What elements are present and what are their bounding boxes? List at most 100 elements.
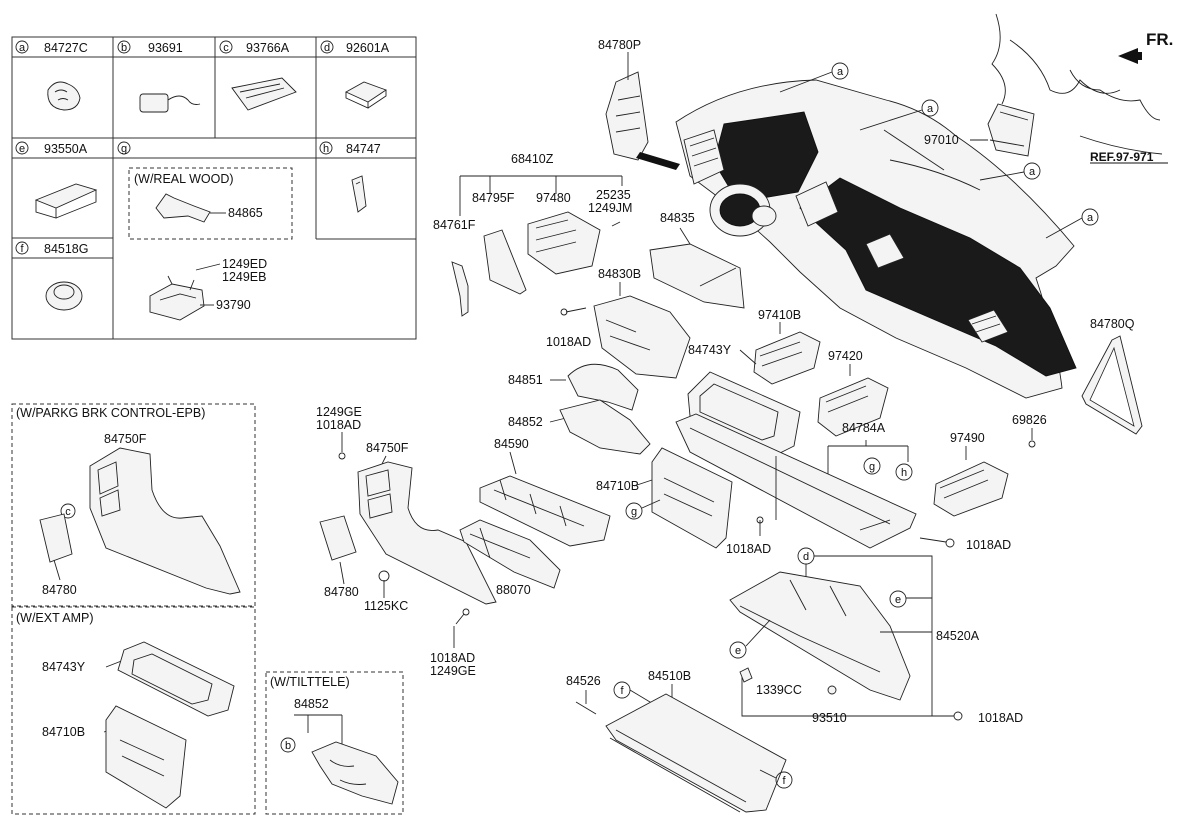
epb-inset: (W/PARKG BRK CONTROL-EPB) 84750F c 84780	[11, 403, 256, 607]
part-84590: 84590	[479, 437, 611, 547]
svg-text:c: c	[223, 42, 229, 54]
label-84851: 84851	[508, 373, 543, 387]
label-84750F: 84750F	[366, 441, 409, 455]
tilt-title: (W/TILTTELE)	[270, 675, 350, 689]
svg-text:e: e	[735, 645, 741, 657]
label-1125KC: 1125KC	[364, 599, 408, 613]
legend-cell-d: d 92601A	[320, 40, 390, 109]
legend-part-a: 84727C	[44, 41, 88, 55]
part-88070: 88070	[459, 519, 561, 597]
svg-text:g: g	[121, 143, 127, 155]
label-97410B: 97410B	[758, 308, 801, 322]
callouts-a: a a a a	[779, 62, 1099, 239]
label-1018AD-d: 1018AD	[966, 538, 1011, 552]
part-84852: 84852	[508, 399, 651, 455]
label-84526: 84526	[566, 674, 601, 688]
svg-text:f: f	[782, 775, 786, 787]
fr-indicator: FR.	[1118, 30, 1173, 64]
legend-grid: a 84727C b 93691 c 93766A d 92601A e	[11, 36, 417, 340]
legend-part-d: 92601A	[346, 41, 390, 55]
label-97490: 97490	[950, 431, 985, 445]
svg-text:e: e	[895, 594, 901, 606]
legend-cell-h: h 84747	[319, 141, 381, 213]
svg-text:h: h	[323, 143, 329, 155]
part-84750F: 1249GE 1018AD 84750F 84780 1125KC	[316, 405, 497, 613]
fr-label: FR.	[1146, 30, 1173, 49]
label-1339CC: 1339CC	[756, 683, 802, 697]
label-1018AD-e: 1018AD	[430, 651, 475, 665]
label-84780P: 84780P	[598, 38, 641, 52]
label-84784A: 84784A	[842, 421, 886, 435]
label-93510: 93510	[812, 711, 847, 725]
epb-title: (W/PARKG BRK CONTROL-EPB)	[16, 406, 205, 420]
amp-title: (W/EXT AMP)	[16, 611, 94, 625]
legend-part-b: 93691	[148, 41, 183, 55]
label-1018AD-b: 1018AD	[316, 418, 361, 432]
svg-text:b: b	[121, 42, 127, 54]
g-bolt-b: 1249EB	[222, 270, 266, 284]
svg-text:a: a	[837, 66, 844, 78]
label-69826: 69826	[1012, 413, 1047, 427]
ref-label: REF.97-971	[1090, 150, 1154, 164]
ref-group: REF.97-971	[970, 13, 1168, 164]
legend-cell-c: c 93766A	[219, 40, 297, 111]
part-84710B: 84710B g	[596, 447, 733, 549]
part-84830B: 84830B 1018AD	[546, 267, 691, 379]
part-group-68410Z: 68410Z 84795F 97480 25235 1249JM 84761F	[433, 152, 632, 317]
svg-text:h: h	[901, 467, 907, 479]
part-84780P: 84780P	[598, 38, 680, 170]
legend-part-f: 84518G	[44, 242, 88, 256]
label-1249GE-a: 1249GE	[316, 405, 362, 419]
real-wood-part: 84865	[228, 206, 263, 220]
main-dashboard	[675, 79, 1077, 399]
legend-part-c: 93766A	[246, 41, 290, 55]
g-bolt-a: 1249ED	[222, 257, 267, 271]
legend-part-h: 84747	[346, 142, 381, 156]
label-25235: 25235	[596, 188, 631, 202]
svg-text:g: g	[869, 461, 875, 473]
part-84851: 84851	[508, 363, 639, 411]
label-84510B: 84510B	[648, 669, 691, 683]
svg-text:c: c	[65, 506, 71, 518]
label-97480: 97480	[536, 191, 571, 205]
label-97420: 97420	[828, 349, 863, 363]
svg-text:g: g	[631, 506, 637, 518]
svg-text:e: e	[19, 143, 25, 155]
svg-text:a: a	[1087, 212, 1094, 224]
label-84830B: 84830B	[598, 267, 641, 281]
label-68410Z: 68410Z	[511, 152, 554, 166]
svg-text:b: b	[285, 740, 291, 752]
amp-part-1: 84743Y	[42, 660, 86, 674]
part-97420: 97420	[817, 349, 889, 437]
svg-text:a: a	[1029, 166, 1036, 178]
legend-part-e: 93550A	[44, 142, 88, 156]
label-1249GE-b: 1249GE	[430, 664, 476, 678]
label-1018AD-a: 1018AD	[546, 335, 591, 349]
label-84761F: 84761F	[433, 218, 476, 232]
g-part: 93790	[216, 298, 251, 312]
epb-part-2: 84780	[42, 583, 77, 597]
arrow-icon	[1118, 48, 1142, 64]
ext-amp-inset: (W/EXT AMP) 84743Y 84710B	[11, 606, 256, 815]
svg-text:a: a	[927, 103, 934, 115]
part-84835: 84835	[649, 211, 745, 309]
tilt-part: 84852	[294, 697, 329, 711]
svg-text:f: f	[620, 685, 624, 697]
label-1018AD-f: 1018AD	[978, 711, 1023, 725]
label-84743Y: 84743Y	[688, 343, 732, 357]
svg-text:f: f	[20, 243, 24, 255]
label-84710B: 84710B	[596, 479, 639, 493]
label-84780Q: 84780Q	[1090, 317, 1135, 331]
label-84835: 84835	[660, 211, 695, 225]
tilttele-inset: (W/TILTTELE) 84852 b	[265, 671, 404, 815]
svg-text:d: d	[324, 42, 330, 54]
part-97490: 97490 69826	[933, 413, 1047, 517]
part-97410B: 97410B	[753, 308, 821, 385]
legend-cell-e: e 93550A	[15, 141, 98, 219]
label-88070: 88070	[496, 583, 531, 597]
label-84520A: 84520A	[936, 629, 980, 643]
svg-text:d: d	[803, 551, 809, 563]
label-84780: 84780	[324, 585, 359, 599]
label-1018AD-c: 1018AD	[726, 542, 771, 556]
legend-cell-b: b 93691	[117, 40, 201, 113]
